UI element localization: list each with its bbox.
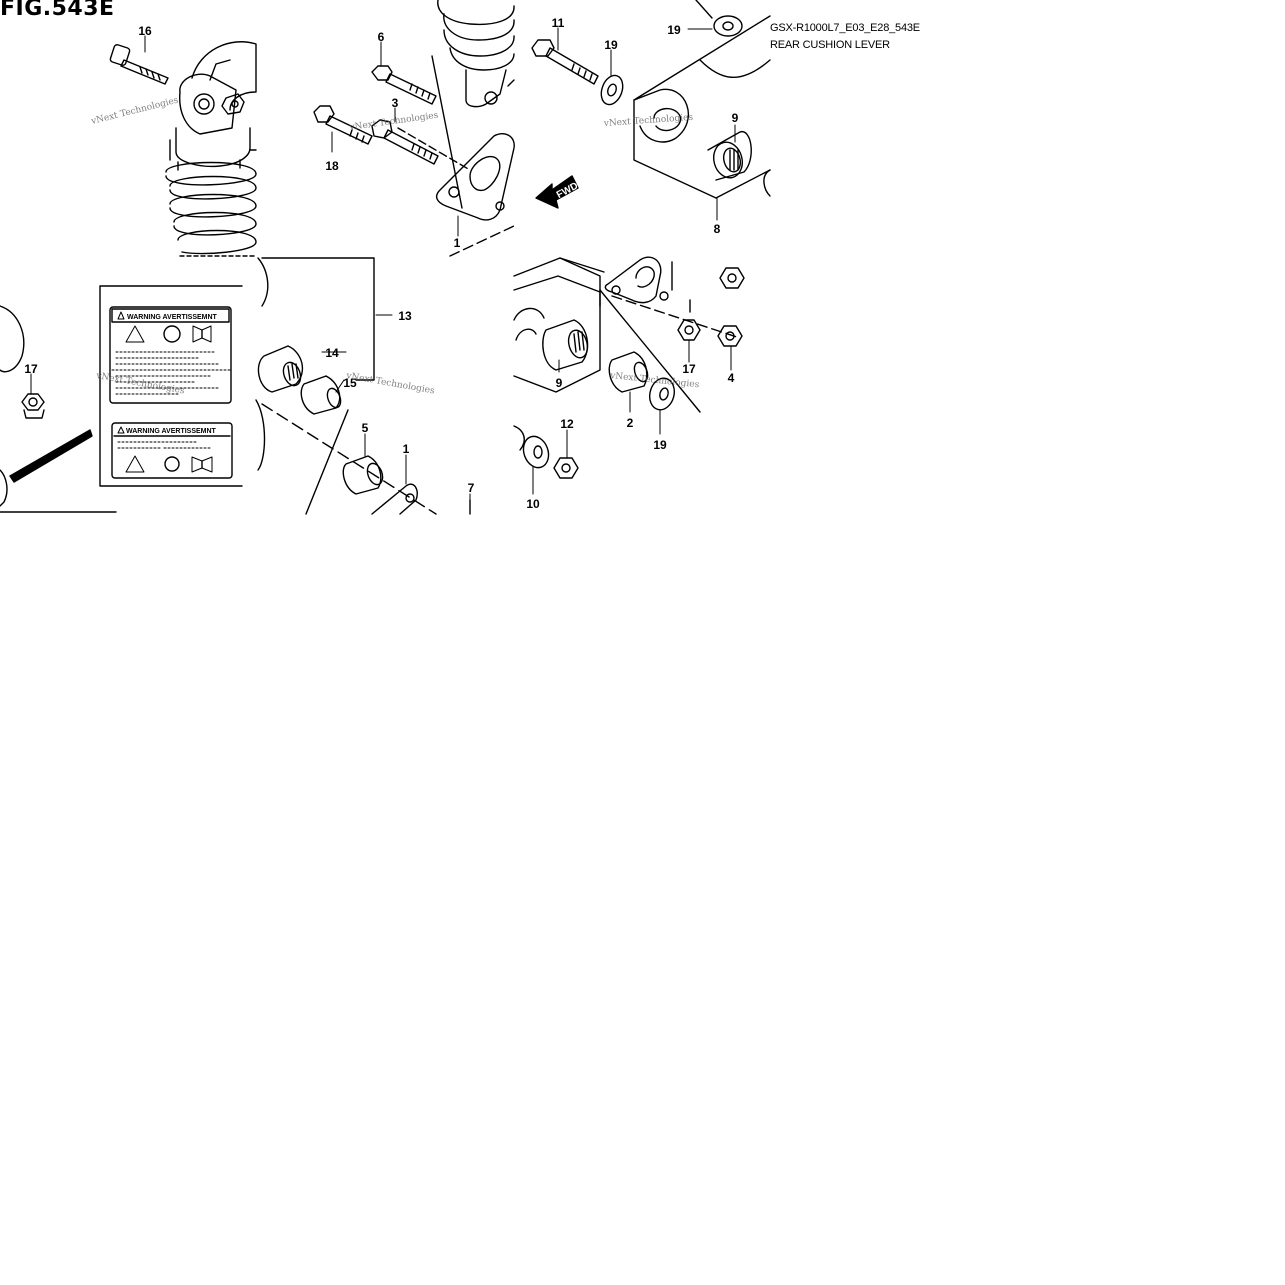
callout-1-top: 1 [454, 236, 461, 250]
bracket-13 [261, 257, 375, 381]
callout-19-top: 19 [667, 23, 681, 37]
nut-17b[interactable] [677, 319, 701, 341]
callout-5: 5 [362, 421, 369, 435]
shock-left-edge [0, 305, 117, 513]
nut-17a[interactable] [21, 393, 45, 419]
nut-12[interactable] [553, 457, 579, 479]
leader-lines [30, 27, 736, 501]
figure-description: REAR CUSHION LEVER [770, 39, 890, 51]
shock-absorber-top [109, 41, 257, 257]
bolt-16[interactable] [109, 44, 169, 85]
callout-19-upper: 19 [604, 38, 618, 52]
collar-2[interactable] [608, 351, 650, 393]
callout-3: 3 [392, 96, 399, 110]
bolt-3[interactable] [371, 119, 439, 165]
callout-9-top: 9 [732, 111, 739, 125]
callout-19-bottom: 19 [653, 438, 667, 452]
callout-2: 2 [627, 416, 634, 430]
callout-8: 8 [714, 222, 721, 236]
model-code: GSX-R1000L7_E03_E28_543E [770, 22, 920, 34]
watermark-2: vNext Technologies [348, 111, 439, 134]
watermark-4: vNext Technologies [94, 371, 185, 397]
callout-18: 18 [325, 159, 339, 173]
warning-label-small[interactable]: WARNING AVERTISSEMNT [111, 422, 233, 479]
svg-text:WARNING AVERTISSEMNT: WARNING AVERTISSEMNT [127, 314, 218, 321]
watermarks: vNext Technologies vNext Technologies vN… [89, 95, 700, 396]
callout-15: 15 [343, 376, 357, 390]
washer-19a[interactable] [597, 72, 626, 107]
washer-10[interactable] [513, 425, 553, 471]
callout-13: 13 [398, 309, 412, 323]
shock-center-edge [255, 257, 269, 471]
bracket-1-bottom[interactable] [261, 403, 437, 515]
label-panel: WARNING AVERTISSEMNT WARNING AVERTISSEMN… [99, 285, 243, 487]
bracket-1-top[interactable] [397, 55, 515, 257]
bolt-18[interactable] [313, 105, 373, 145]
cushion-lever-8[interactable] [633, 0, 771, 199]
callout-6: 6 [378, 30, 385, 44]
watermark-1: vNext Technologies [89, 95, 180, 127]
svg-text:FWD: FWD [555, 181, 580, 201]
bracket-2[interactable] [599, 256, 741, 413]
washer-19c[interactable] [646, 375, 677, 412]
collar-5[interactable] [342, 455, 385, 495]
callout-10: 10 [526, 497, 540, 511]
bearing-14[interactable] [257, 345, 304, 393]
lever-lower-link[interactable] [513, 257, 605, 393]
washer-19b[interactable] [713, 15, 743, 37]
bolt-11[interactable] [531, 39, 599, 85]
callout-4: 4 [728, 371, 735, 385]
nut-4[interactable] [717, 325, 743, 347]
warning-label-large[interactable]: WARNING AVERTISSEMNT [109, 306, 232, 404]
svg-text:WARNING AVERTISSEMNT: WARNING AVERTISSEMNT [126, 428, 217, 435]
callout-11: 11 [552, 16, 565, 30]
shock-absorber-bottom [437, 0, 515, 108]
fwd-arrow: FWD [535, 175, 580, 209]
callout-9-bottom: 9 [556, 376, 563, 390]
bolt-6[interactable] [371, 65, 437, 105]
watermark-5: vNext Technologies [344, 371, 435, 397]
callout-17-left: 17 [24, 362, 38, 376]
callout-14: 14 [325, 346, 339, 360]
bearing-9b[interactable] [542, 319, 591, 371]
watermark-3: vNext Technologies [603, 113, 694, 129]
callout-17-right: 17 [682, 362, 696, 376]
callout-numbers: 16 6 3 18 1 11 19 19 9 8 13 14 15 17 5 1… [24, 16, 738, 511]
figure-title: FIG.543E [0, 0, 115, 21]
nut-top-right[interactable] [719, 267, 745, 289]
callout-16: 16 [138, 24, 152, 38]
bearing-15[interactable] [300, 375, 343, 415]
callout-12: 12 [560, 417, 574, 431]
callout-7: 7 [468, 481, 475, 495]
callout-1-bottom: 1 [403, 442, 410, 456]
